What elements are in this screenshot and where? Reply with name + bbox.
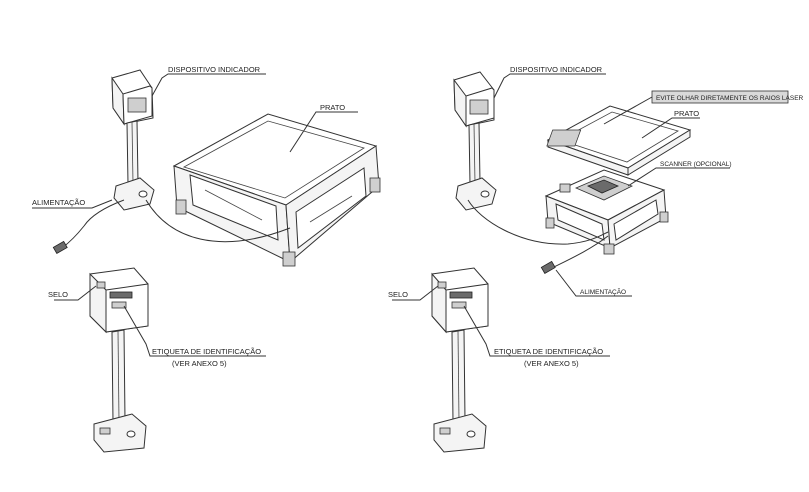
scanner-unit xyxy=(559,175,634,201)
left-indicator-rear-view xyxy=(89,267,149,453)
label-selo-right: SELO xyxy=(388,290,408,299)
left-callouts: DISPOSITIVO INDICADOR PRATO ALIMENTAÇÃO … xyxy=(32,65,358,368)
label-etiqueta-anexo: (VER ANEXO 5) xyxy=(172,359,227,368)
label-laser-warning: EVITE OLHAR DIRETAMENTE OS RAIOS LASER xyxy=(656,95,804,102)
right-scale-body xyxy=(544,169,669,255)
right-platter xyxy=(546,105,692,176)
label-alimentacao: ALIMENTAÇÃO xyxy=(32,198,85,207)
right-indicator-rear-view xyxy=(431,267,489,453)
label-prato: PRATO xyxy=(320,103,345,112)
left-scale-body xyxy=(172,113,381,267)
left-power-cable xyxy=(52,199,291,255)
left-indicator-device xyxy=(111,69,155,211)
label-scanner: SCANNER (OPCIONAL) xyxy=(660,161,732,168)
label-etiqueta-right: ETIQUETA DE IDENTIFICAÇÃO xyxy=(494,347,603,356)
label-etiqueta: ETIQUETA DE IDENTIFICAÇÃO xyxy=(152,347,261,356)
label-etiqueta-anexo-right: (VER ANEXO 5) xyxy=(524,359,579,368)
label-alimentacao-right: ALIMENTAÇÃO xyxy=(580,287,626,296)
label-dispositivo-indicador-right: DISPOSITIVO INDICADOR xyxy=(510,65,603,74)
right-callouts: DISPOSITIVO INDICADOR EVITE OLHAR DIRETA… xyxy=(388,65,804,368)
right-indicator-device xyxy=(453,71,497,211)
label-selo: SELO xyxy=(48,290,68,299)
right-power-cable xyxy=(467,199,609,275)
label-dispositivo-indicador: DISPOSITIVO INDICADOR xyxy=(168,65,261,74)
label-prato-right: PRATO xyxy=(674,109,699,118)
